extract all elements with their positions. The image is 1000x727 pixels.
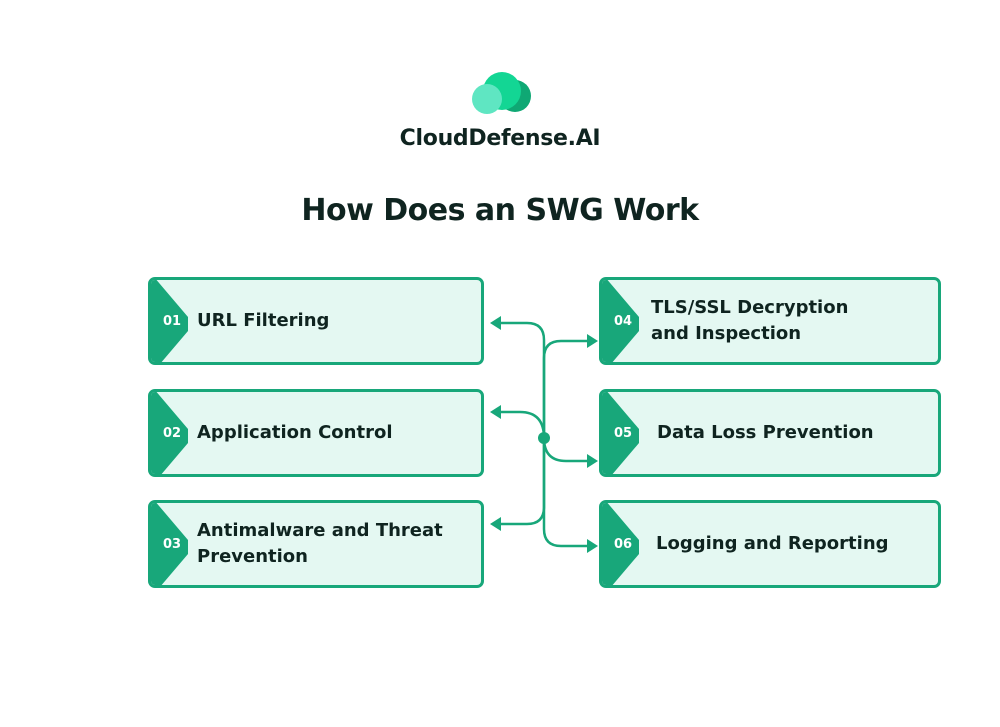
step-number: 03 [162, 536, 182, 552]
arrow-03 [490, 517, 501, 531]
connector-to-01 [500, 321, 546, 438]
number-tab [602, 280, 639, 362]
brand-name: CloudDefense.AI [399, 126, 601, 151]
arrow-04 [587, 334, 598, 348]
step-card-04: 04 TLS/SSL Decryption and Inspection [599, 277, 941, 365]
step-card-03: 03 Antimalware and Threat Prevention [148, 500, 484, 588]
connector-to-06 [542, 438, 588, 548]
step-label: TLS/SSL Decryption and Inspection [651, 297, 849, 344]
step-label: Logging and Reporting [656, 533, 889, 554]
connector-to-05 [542, 437, 588, 463]
step-card-02: 02 Application Control [148, 389, 484, 477]
step-number: 05 [613, 425, 633, 441]
step-card-05: 05 Data Loss Prevention [599, 389, 941, 477]
number-tab [151, 503, 188, 585]
step-label: URL Filtering [197, 310, 330, 331]
hub-dot [538, 432, 550, 444]
arrow-01 [490, 316, 501, 330]
step-label: Application Control [197, 422, 393, 443]
step-label: Data Loss Prevention [657, 422, 874, 443]
connector-to-04 [542, 339, 588, 438]
number-tab [602, 392, 639, 474]
step-number: 06 [613, 536, 633, 552]
step-card-01: 01 URL Filtering [148, 277, 484, 365]
arrow-06 [587, 539, 598, 553]
number-tab [151, 392, 188, 474]
connector-to-03 [500, 438, 546, 526]
number-tab [151, 280, 188, 362]
connector-to-02 [500, 410, 546, 439]
page-title: How Does an SWG Work [301, 193, 699, 228]
number-tab [602, 503, 639, 585]
cloud-icon [472, 72, 531, 114]
logo [0, 70, 1000, 120]
step-card-06: 06 Logging and Reporting [599, 500, 941, 588]
arrow-02 [490, 405, 501, 419]
step-number: 04 [613, 313, 633, 329]
step-number: 01 [162, 313, 182, 329]
step-label: Antimalware and Threat Prevention [197, 520, 443, 567]
arrow-05 [587, 454, 598, 468]
step-number: 02 [162, 425, 182, 441]
